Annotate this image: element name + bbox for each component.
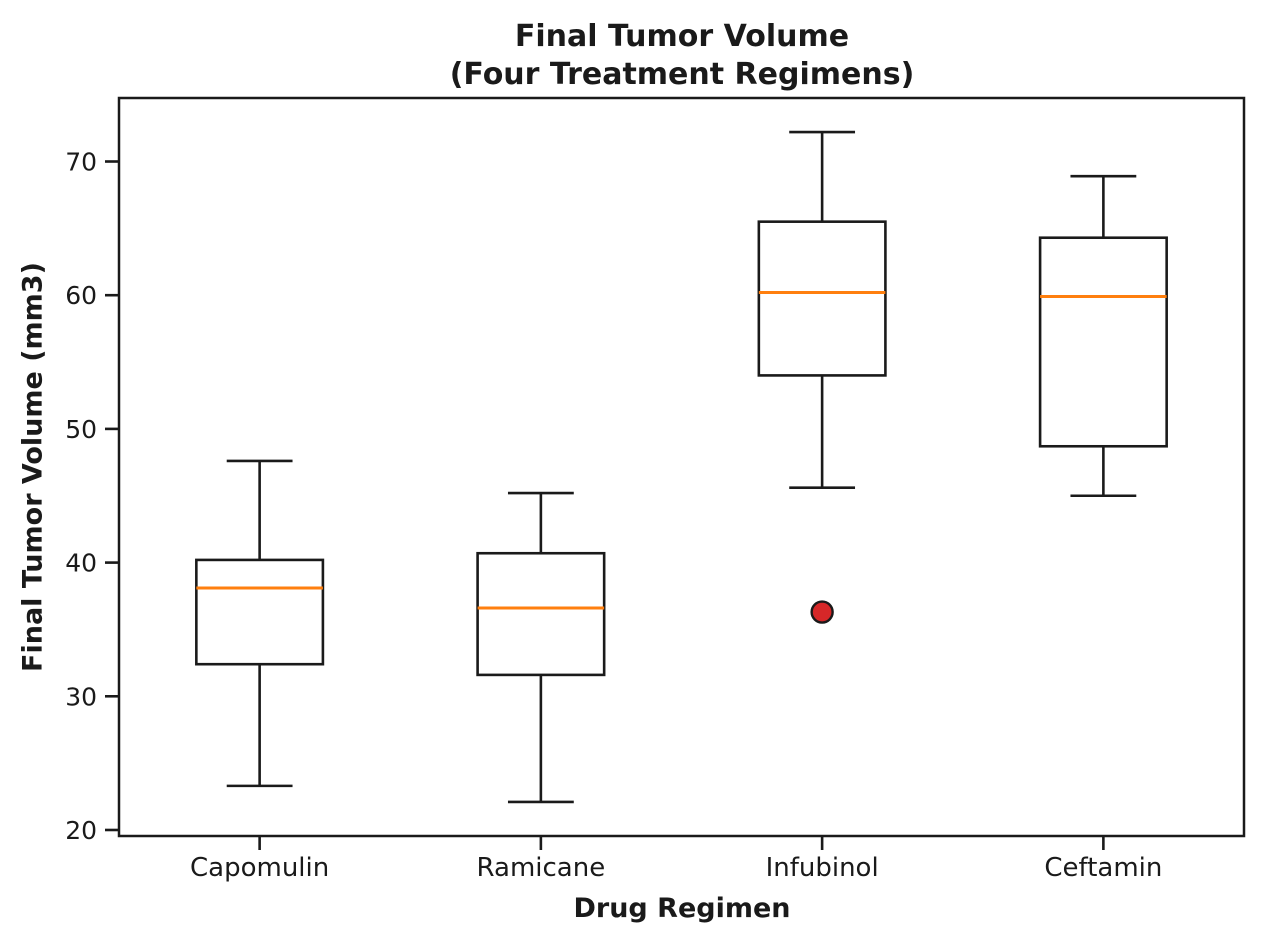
chart-title: Final Tumor Volume (Four Treatment Regim… bbox=[449, 19, 915, 92]
x-tick-label: Infubinol bbox=[766, 853, 879, 883]
box-capomulin bbox=[195, 558, 325, 666]
box-ramicane bbox=[476, 551, 606, 677]
box-infubinol bbox=[757, 220, 887, 377]
outlier-point bbox=[810, 600, 834, 624]
y-tick-label: 60 bbox=[65, 281, 97, 310]
box-ceftamin bbox=[1038, 236, 1168, 448]
axes-frame bbox=[117, 96, 1246, 838]
y-tick-label: 30 bbox=[65, 682, 97, 711]
plot-background bbox=[119, 98, 1244, 836]
y-tick-label: 20 bbox=[65, 816, 97, 845]
x-tick-label: Capomulin bbox=[190, 853, 329, 883]
y-tick-label: 50 bbox=[65, 415, 97, 444]
y-tick-label: 70 bbox=[65, 148, 97, 177]
x-tick-label: Ramicane bbox=[477, 853, 606, 883]
x-tick-label: Ceftamin bbox=[1044, 853, 1162, 883]
y-tick-label: 40 bbox=[65, 549, 97, 578]
x-axis-label: Drug Regimen bbox=[573, 893, 791, 924]
